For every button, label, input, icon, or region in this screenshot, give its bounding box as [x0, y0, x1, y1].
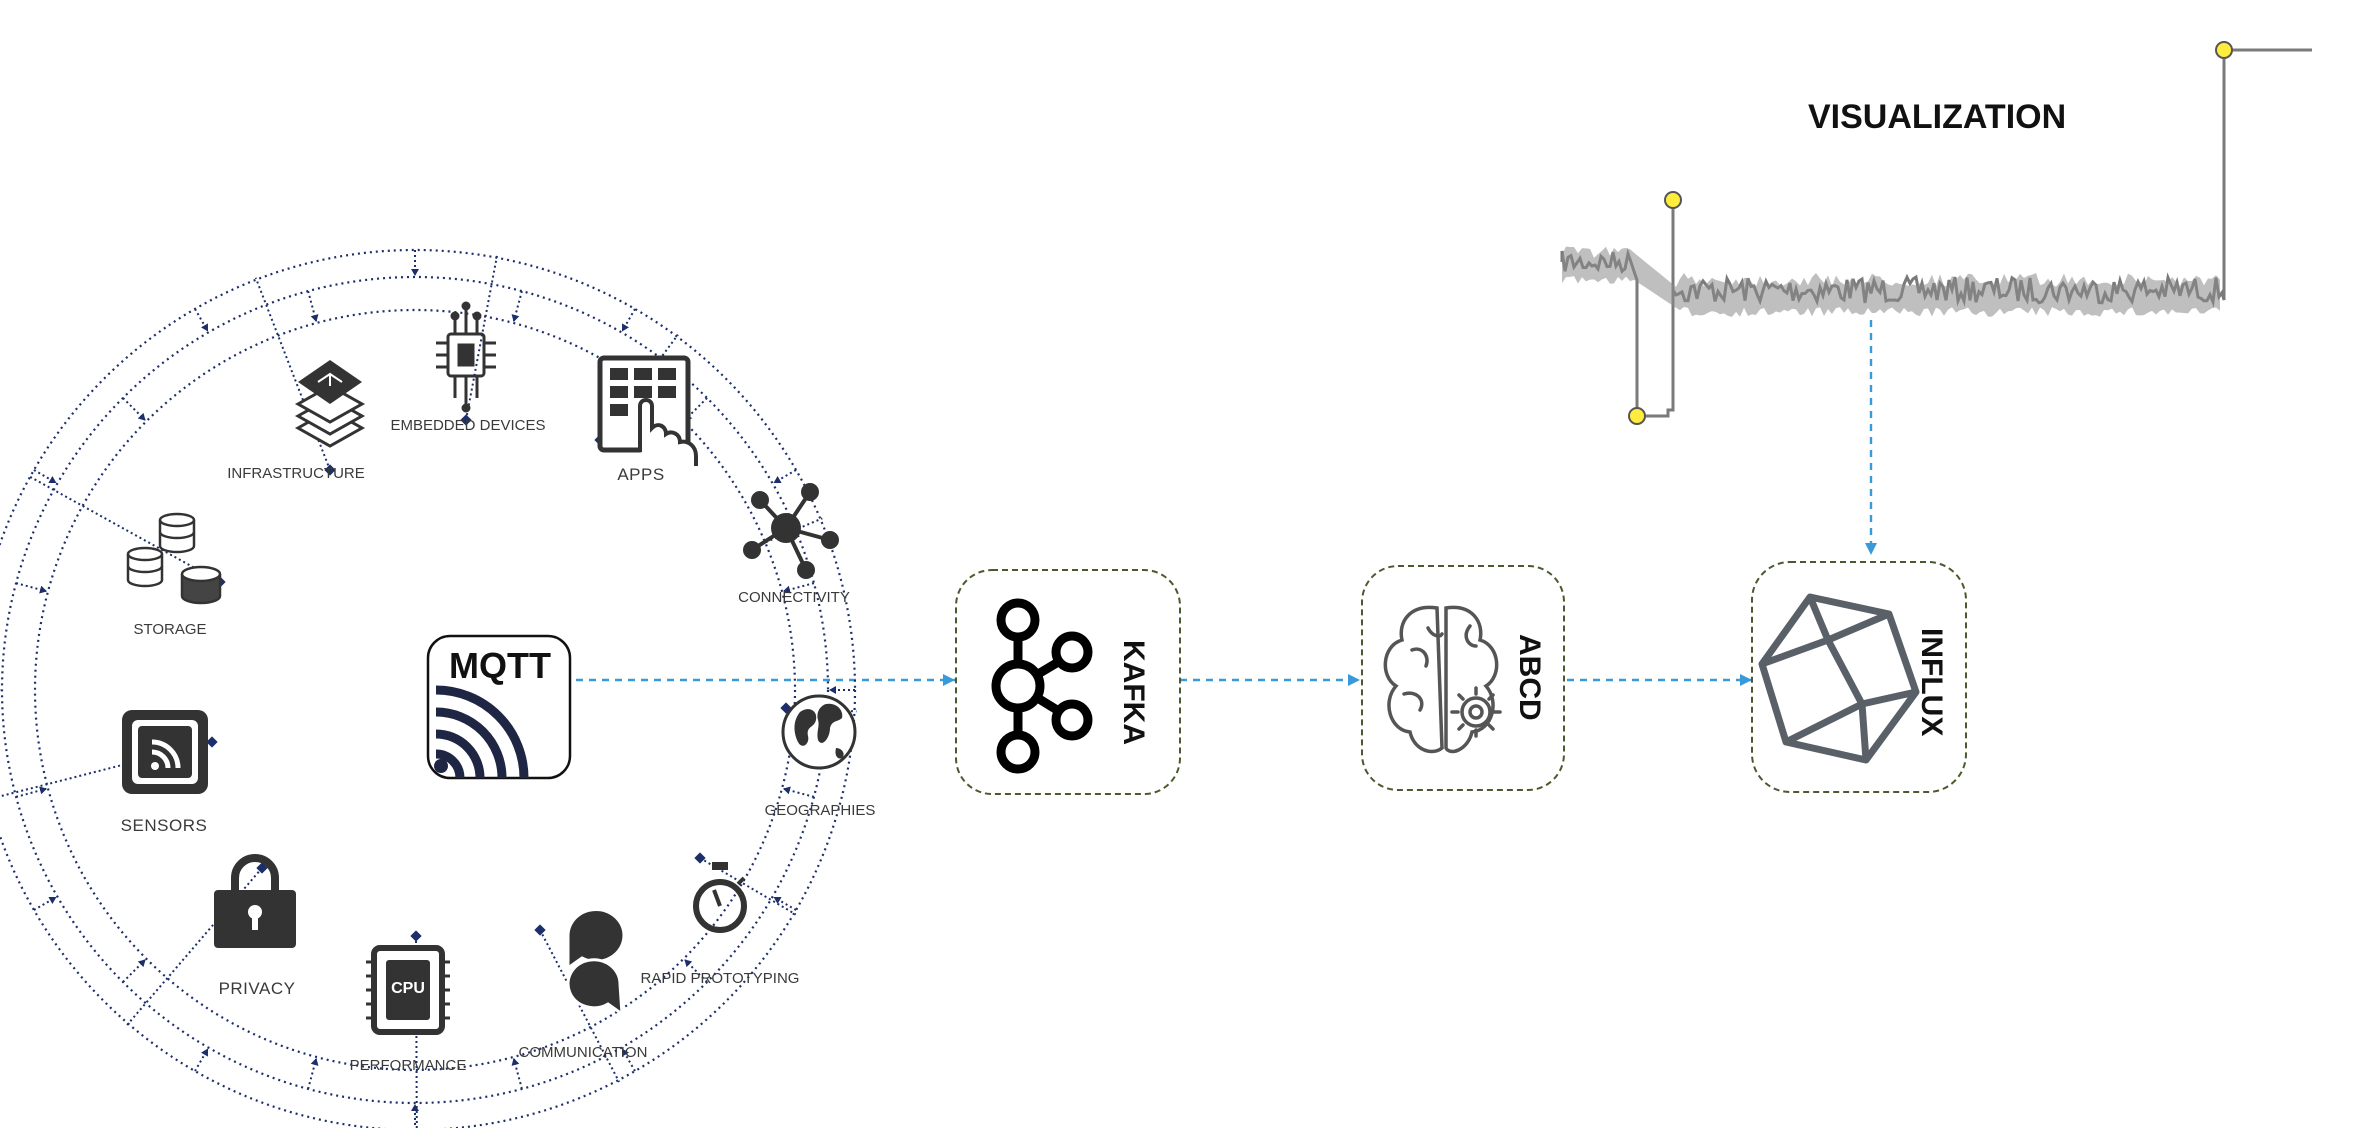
wheel-tether	[465, 255, 499, 421]
apps-label: APPS	[617, 465, 664, 484]
wheel-tether	[254, 277, 331, 471]
wheel-arrowhead	[783, 786, 791, 795]
wheel-arrowhead	[622, 323, 629, 332]
apps-item: APPS	[597, 355, 698, 484]
signal-marker	[1628, 407, 1646, 425]
wheel-arrowhead	[829, 686, 836, 694]
layers-icon	[294, 360, 366, 448]
wheel-arrowhead	[684, 959, 693, 968]
influx-node: INFLUX	[1751, 561, 1967, 793]
signal-dot	[434, 759, 448, 773]
abcd-label: ABCD	[1513, 634, 1546, 721]
performance-item: CPU PERFORMANCE	[350, 945, 467, 1074]
pipeline-links	[576, 320, 1877, 686]
wheel-arrowhead	[48, 897, 57, 904]
visualization-title: VISUALIZATION	[1808, 98, 2066, 136]
rss-icon	[122, 710, 208, 794]
wheel-arrowhead	[0, 689, 1, 691]
geographies-label: GEOGRAPHIES	[765, 802, 876, 819]
abcd-node: ABCD	[1361, 565, 1565, 791]
geographies-item: GEOGRAPHIES	[765, 694, 876, 819]
network-hub-icon	[743, 483, 839, 579]
embedded-devices-label: EMBEDDED DEVICES	[390, 417, 545, 434]
wheel-arrowhead	[773, 476, 782, 483]
signal-band	[1562, 246, 2220, 317]
wheel-tether-node	[460, 414, 472, 426]
kafka-node: KAFKA	[955, 569, 1181, 795]
arrowhead	[1865, 543, 1877, 555]
wheel-tether-node	[410, 930, 422, 942]
padlock-icon	[214, 854, 296, 948]
privacy-label: PRIVACY	[219, 979, 296, 998]
sensors-label: SENSORS	[121, 816, 208, 835]
wheel-tether	[27, 474, 221, 583]
communication-item: COMMUNICATION	[519, 908, 648, 1061]
wheel-arrowhead	[137, 412, 146, 421]
wheel-arrowhead	[411, 269, 419, 276]
arrowhead	[1740, 674, 1752, 686]
app-grid-hand-icon	[597, 355, 698, 466]
globe-icon	[781, 694, 857, 770]
wheel-arrowhead	[48, 476, 57, 483]
arrowhead	[1348, 674, 1360, 686]
wheel-arrowhead	[411, 1104, 419, 1111]
wireless-waves-icon	[435, 685, 529, 779]
wheel-arrowhead	[773, 897, 782, 904]
middle-ring	[0, 275, 830, 1105]
influx-logo-icon	[1758, 593, 1920, 764]
wheel-arrowhead	[310, 314, 319, 322]
inner-ring	[33, 308, 797, 1072]
wheel-arrowhead	[511, 1058, 520, 1066]
cpu-icon: CPU	[366, 945, 450, 1035]
performance-label: PERFORMANCE	[350, 1057, 467, 1074]
wheel-arrowhead	[137, 959, 146, 968]
storage-item: STORAGE	[126, 512, 222, 638]
signal-marker	[1664, 191, 1682, 209]
wheel-arrowhead	[783, 585, 791, 594]
mqtt-label: MQTT	[449, 645, 551, 686]
kafka-label: KAFKA	[1117, 640, 1150, 745]
wheel-tether-node	[206, 736, 218, 748]
wheel-arrowhead	[201, 323, 208, 332]
brain-gear-icon	[1383, 605, 1502, 754]
mqtt-hub: MQTT	[426, 634, 572, 780]
visualization-panel: VISUALIZATION	[1560, 41, 2312, 425]
wheel-tether	[699, 857, 797, 916]
sensors-item: SENSORS	[121, 710, 208, 835]
wheel-arrowhead	[201, 1048, 208, 1057]
wheel-tether	[0, 741, 213, 798]
wheel-tether-node	[324, 464, 336, 476]
influx-label: INFLUX	[1915, 628, 1948, 736]
wheel-arrowhead	[39, 585, 47, 594]
rapid-prototyping-label: RAPID PROTOTYPING	[641, 970, 800, 987]
wheel-arrowhead	[511, 314, 520, 322]
privacy-item: PRIVACY	[214, 854, 296, 998]
wheel-arrowhead	[622, 1048, 629, 1057]
infrastructure-label: INFRASTRUCTURE	[227, 465, 365, 482]
wheel-arrowhead	[310, 1058, 319, 1066]
cpu-chip-label: CPU	[391, 980, 425, 997]
signal-marker	[2215, 41, 2233, 59]
communication-label: COMMUNICATION	[519, 1044, 648, 1061]
connectivity-item: CONNECTIVITY	[738, 483, 850, 606]
wheel-arrowhead	[39, 786, 47, 795]
wheel-tether-node	[534, 924, 546, 936]
iot-wheel: MQTT EMBEDDED DEVICES	[0, 249, 876, 1128]
speech-bubbles-icon	[566, 908, 626, 1018]
connectivity-label: CONNECTIVITY	[738, 589, 850, 606]
embedded-devices-item: EMBEDDED DEVICES	[390, 301, 546, 434]
infrastructure-item: INFRASTRUCTURE	[227, 360, 366, 482]
arrowhead	[943, 674, 955, 686]
abcd-node-frame	[1361, 565, 1565, 791]
storage-label: STORAGE	[133, 621, 206, 638]
stopwatch-icon	[693, 862, 747, 933]
wheel-tether	[539, 929, 621, 1083]
database-icon	[126, 512, 222, 605]
rapid-prototyping-item: RAPID PROTOTYPING	[641, 862, 800, 987]
wheel-tether-node	[694, 852, 706, 864]
chip-icon	[436, 301, 496, 413]
kafka-logo-icon	[991, 598, 1093, 774]
